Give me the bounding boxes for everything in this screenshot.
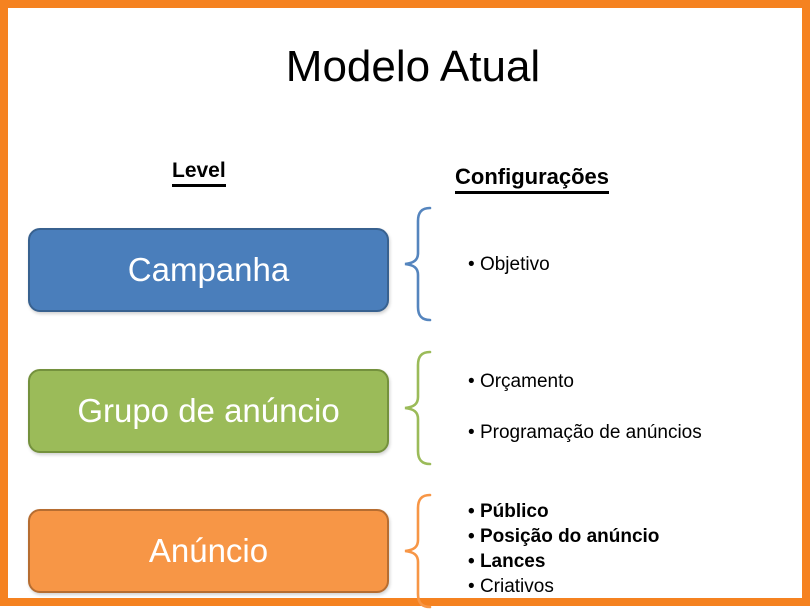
level-box-grupo-de-anuncio-label: Grupo de anúncio — [77, 392, 340, 429]
list-item: Programação de anúncios — [468, 421, 702, 445]
list-item: Posição do anúncio — [468, 524, 659, 549]
list-item: Criativos — [468, 574, 659, 599]
list-item: Orçamento — [468, 370, 702, 394]
column-header-configuracoes: Configurações — [455, 164, 610, 194]
level-box-anuncio-label: Anúncio — [148, 532, 269, 569]
settings-list-anuncio: Público Posição do anúncio Lances Criati… — [468, 499, 659, 599]
level-box-grupo-de-anuncio: Grupo de anúncio — [28, 369, 389, 453]
level-box-campanha: Campanha — [28, 228, 389, 312]
level-box-campanha-label: Campanha — [127, 251, 290, 288]
level-box-anuncio: Anúncio — [28, 509, 389, 593]
brace-icon — [400, 205, 434, 323]
settings-list-grupo-de-anuncio: Orçamento Programação de anúncios — [468, 370, 702, 445]
list-item: Lances — [468, 549, 659, 574]
brace-icon — [400, 349, 434, 467]
list-item: Objetivo — [468, 252, 550, 277]
list-item: Público — [468, 499, 659, 524]
settings-list-campanha: Objetivo — [468, 252, 550, 277]
page-title: Modelo Atual — [285, 42, 541, 91]
column-header-level: Level — [172, 159, 226, 187]
brace-icon — [400, 492, 434, 610]
